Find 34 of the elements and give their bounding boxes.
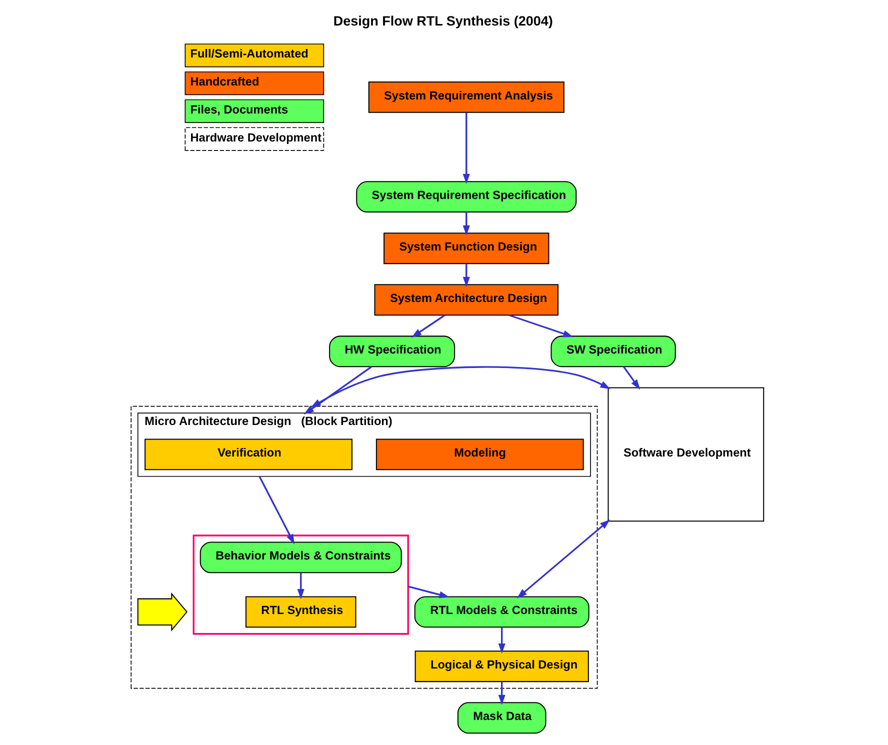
node-box: SW Specification [550, 336, 676, 368]
arrow [462, 212, 470, 236]
arrow [304, 366, 372, 414]
arrow [498, 682, 506, 706]
node-box: System Requirement Specification [356, 181, 577, 213]
arrow [623, 366, 640, 390]
node-box: Logical & Physical Design [414, 650, 589, 682]
legend-label: Files, Documents [190, 102, 288, 116]
arrow [310, 366, 610, 408]
node-box: Behavior Models & Constraints [200, 542, 402, 574]
node-box: RTL Synthesis [245, 596, 356, 628]
arrow [408, 586, 450, 598]
node-box: Mask Data [457, 702, 546, 734]
legend-label: Handcrafted [190, 74, 260, 89]
node-box: Verification [144, 438, 352, 470]
node-arrow [137, 592, 188, 632]
arrow [411, 314, 446, 338]
node-box: System Architecture Design [374, 284, 558, 316]
arrow [297, 572, 304, 600]
node-box: System Function Design [384, 232, 550, 264]
arrow [462, 264, 470, 288]
arrow [462, 112, 470, 184]
node-box: System Requirement Analysis [368, 82, 564, 113]
diagram-title: Design Flow RTL Synthesis (2004) [333, 13, 553, 28]
legend-label: Full/Semi-Automated [190, 46, 308, 61]
node-box: HW Specification [329, 336, 456, 368]
arrow [508, 314, 574, 338]
node-box: RTL Models & Constraints [414, 596, 590, 628]
arrow [516, 519, 610, 598]
node-box: Software Development [608, 387, 764, 522]
legend-label: Hardware Development [190, 130, 322, 144]
arrow [498, 627, 506, 654]
node-box: Modeling [376, 438, 584, 470]
arrow [258, 476, 295, 544]
